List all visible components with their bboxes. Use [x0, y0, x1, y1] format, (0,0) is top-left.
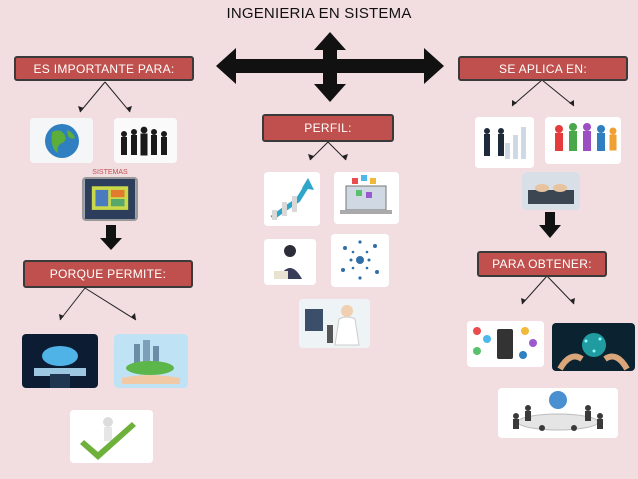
- node-permite: PORQUE PERMITE:: [23, 260, 193, 288]
- node-perfil: PERFIL:: [262, 114, 394, 142]
- laptop-apps-icon: [334, 172, 399, 224]
- business-people-icon: [114, 118, 177, 163]
- checkmark-figure-icon: [70, 410, 153, 463]
- node-importante: ES IMPORTANTE PARA:: [14, 56, 194, 81]
- node-aplica: SE APLICA EN:: [458, 56, 628, 81]
- eco-city-hand-icon: [114, 334, 188, 388]
- teamwork-puzzle-icon: [545, 117, 621, 164]
- handshake-chart-icon: [475, 117, 534, 168]
- meeting-table-icon: [498, 388, 618, 438]
- digital-hands-icon: [552, 323, 635, 371]
- diagram-title: INGENIERIA EN SISTEMA: [226, 5, 412, 22]
- down-arrows: [100, 212, 561, 250]
- systems-computer-icon: [82, 177, 138, 221]
- globe-icon: [30, 118, 93, 163]
- node-obtener: PARA OBTENER:: [477, 251, 607, 277]
- cloud-hand-icon: [22, 334, 98, 388]
- apps-devices-icon: [467, 321, 544, 367]
- vertical-double-arrow: [314, 32, 346, 102]
- reading-person-icon: [264, 239, 316, 285]
- network-icon: [331, 234, 389, 287]
- typing-hands-icon: [522, 172, 580, 210]
- sistemas-label: SISTEMAS: [92, 169, 128, 176]
- growth-arrow-icon: [264, 172, 320, 226]
- microscope-icon: [299, 299, 370, 348]
